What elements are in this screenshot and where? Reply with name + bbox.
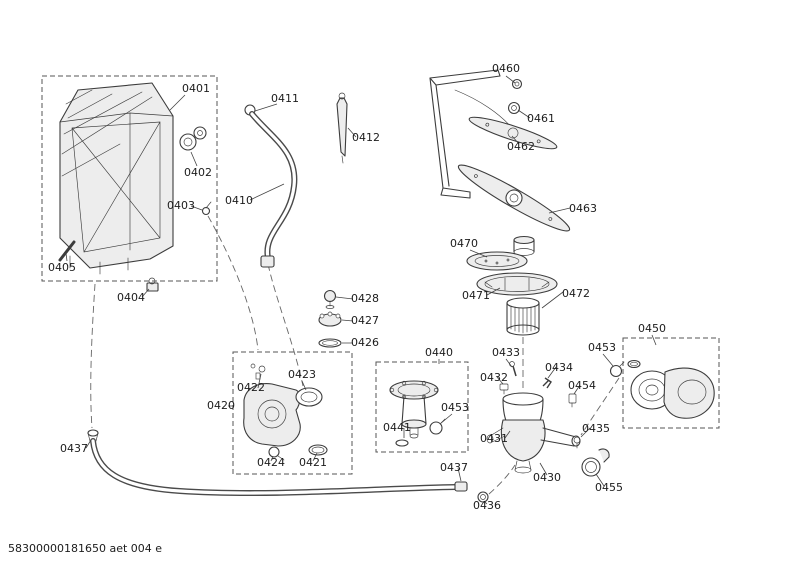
inlet-ring-0423 — [295, 387, 323, 407]
screw-0435 — [573, 436, 581, 449]
hose-connector-right — [454, 481, 468, 492]
ring-0436 — [477, 491, 489, 503]
part-label-0441: 0441 — [383, 421, 411, 434]
part-label-0437-hose-end: 0437 — [440, 461, 468, 474]
tub-assembly-group — [41, 75, 218, 292]
part-label-0424: 0424 — [257, 456, 285, 469]
seal-elbow-0455 — [581, 448, 610, 477]
feed-frame-top — [429, 69, 501, 86]
part-label-0460: 0460 — [492, 62, 520, 75]
nut-0460 — [511, 78, 523, 90]
filter-assembly-group — [466, 235, 558, 336]
part-label-0431: 0431 — [480, 432, 508, 445]
part-label-0450: 0450 — [638, 322, 666, 335]
part-label-0454: 0454 — [568, 379, 596, 392]
part-label-0412: 0412 — [352, 131, 380, 144]
part-label-0432: 0432 — [480, 371, 508, 384]
fitting-0403 — [201, 201, 212, 216]
heat-exchanger-dashed-box — [622, 337, 720, 429]
part-label-0455: 0455 — [595, 481, 623, 494]
tub-body — [59, 82, 174, 269]
part-label-0420: 0420 — [207, 399, 235, 412]
part-label-0404: 0404 — [117, 291, 145, 304]
spray-tube-0412 — [336, 92, 348, 164]
bearing-0461 — [507, 101, 521, 115]
clamp-0424 — [268, 446, 285, 461]
assembly-dashed-links — [90, 215, 620, 495]
feed-frame-left — [429, 77, 471, 199]
part-label-0436: 0436 — [473, 499, 501, 512]
cap-0427 — [318, 311, 342, 327]
filter-cap — [513, 235, 535, 256]
sensor-0454 — [568, 393, 577, 408]
part-label-0471: 0471 — [462, 289, 490, 302]
supply-hose-group — [244, 104, 298, 268]
pump-body — [243, 383, 301, 447]
cap-0432 — [499, 383, 509, 395]
part-label-0440: 0440 — [425, 346, 453, 359]
clamp-0453-hose — [609, 361, 625, 378]
part-label-0433: 0433 — [492, 346, 520, 359]
part-label-0410: 0410 — [225, 194, 253, 207]
tub-dashed-box — [41, 75, 218, 282]
heater-pump-group — [375, 361, 469, 453]
part-label-0453-heater-clamp: 0453 — [441, 401, 469, 414]
pump-housing — [663, 367, 715, 419]
fine-filter-0472 — [506, 297, 540, 336]
document-code: 58300000181650 aet 004 e — [8, 542, 162, 555]
part-label-0401: 0401 — [182, 82, 210, 95]
hose-fitting-left — [87, 429, 99, 437]
part-label-0427: 0427 — [351, 314, 379, 327]
part-label-0472: 0472 — [562, 287, 590, 300]
fasteners-0422 — [250, 363, 266, 380]
upper-spray-arm-0462 — [468, 116, 558, 150]
lower-spray-arm-0463 — [457, 164, 571, 232]
part-label-0405: 0405 — [48, 261, 76, 274]
heat-exchanger-group — [609, 337, 720, 429]
part-label-0461: 0461 — [527, 112, 555, 125]
spray-arm-assembly-group — [429, 69, 571, 232]
part-label-0470: 0470 — [450, 237, 478, 250]
part-label-0422: 0422 — [237, 381, 265, 394]
sump-neck — [502, 392, 544, 406]
pump-dashed-box — [232, 351, 353, 475]
strip-0405 — [58, 240, 76, 262]
part-label-0402: 0402 — [184, 166, 212, 179]
part-label-0453-hose-clamp: 0453 — [588, 341, 616, 354]
part-label-0435: 0435 — [582, 422, 610, 435]
callout-leader-lines — [65, 75, 657, 505]
part-label-0434: 0434 — [545, 361, 573, 374]
drain-hose-group — [87, 429, 489, 503]
part-label-0426: 0426 — [351, 336, 379, 349]
clip-0434 — [542, 377, 552, 389]
part-label-0437-drain-hose: 0437 — [60, 442, 88, 455]
door-seal-0402 — [179, 126, 207, 151]
part-label-0421: 0421 — [299, 456, 327, 469]
part-label-0428: 0428 — [351, 292, 379, 305]
part-label-0430: 0430 — [533, 471, 561, 484]
heater-flange — [389, 380, 439, 400]
small-parts-stack — [318, 289, 342, 348]
callout-labels: 0401 0411 0412 0460 0461 0462 0402 0403 … — [48, 62, 666, 512]
coarse-filter-0470 — [466, 251, 528, 271]
part-label-0403: 0403 — [167, 199, 195, 212]
seal-0421 — [308, 444, 328, 456]
part-label-0463: 0463 — [569, 202, 597, 215]
hose-connector — [260, 255, 275, 268]
o-ring-0441 — [395, 439, 409, 447]
sump-group — [486, 361, 610, 477]
part-label-0411: 0411 — [271, 92, 299, 105]
circulation-pump-group — [232, 351, 353, 475]
knob-0428 — [323, 289, 337, 309]
part-label-0462: 0462 — [507, 140, 535, 153]
small-seal — [627, 359, 641, 369]
part-label-0423: 0423 — [288, 368, 316, 381]
valve-0404 — [146, 277, 159, 292]
heater-dashed-box — [375, 361, 469, 453]
screw-0433 — [509, 361, 517, 377]
seal-ring-0426 — [318, 338, 342, 348]
